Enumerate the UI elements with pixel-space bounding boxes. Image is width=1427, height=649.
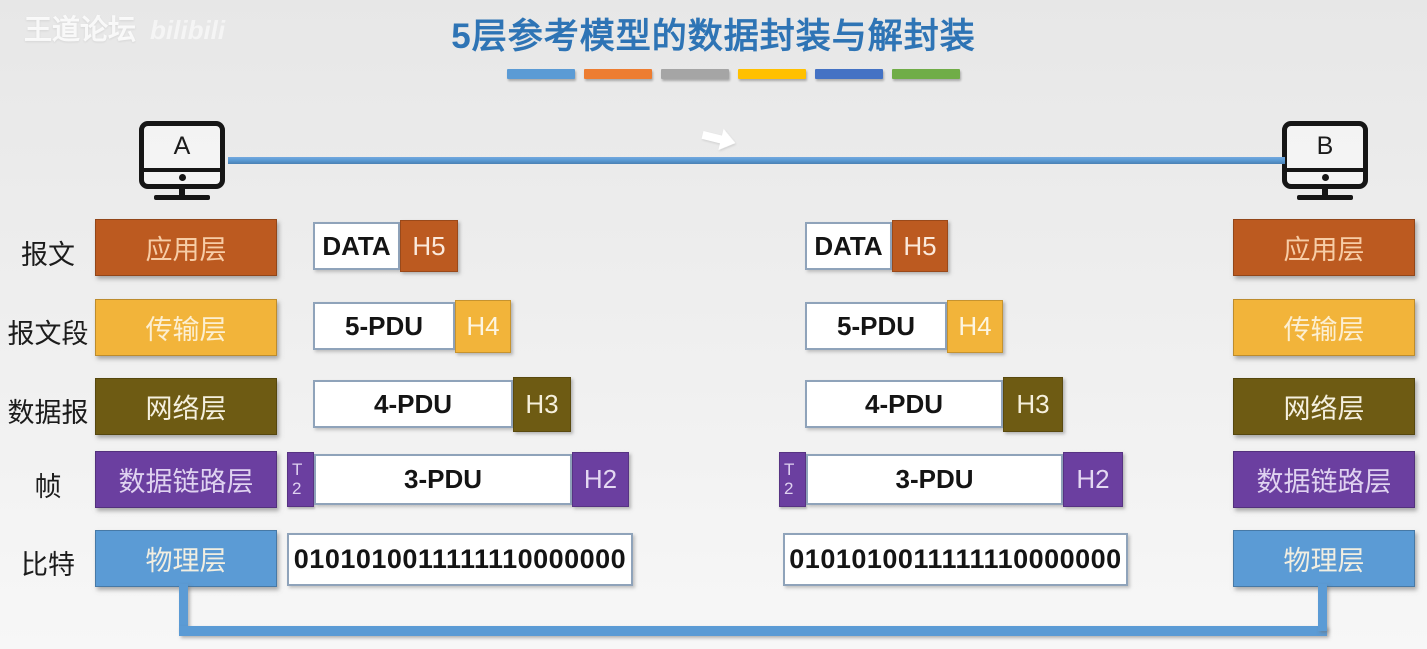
layer-box-application-right: 应用层 xyxy=(1233,219,1415,276)
unit-label-segment: 报文段 xyxy=(7,319,89,349)
monitor-icon: A xyxy=(139,121,225,189)
physical-link-right-segment xyxy=(1318,584,1327,631)
layer-box-network-right: 网络层 xyxy=(1233,378,1415,435)
trailer-line2: 2 xyxy=(292,478,302,498)
pdu-4pdu-receiver: 4-PDU xyxy=(805,380,1003,428)
host-a: A xyxy=(139,121,225,200)
trailer-line1: T xyxy=(292,459,303,479)
divider-dash-gray xyxy=(661,69,729,79)
unit-label-frame: 帧 xyxy=(34,472,62,502)
pdu-header-h4-sender: H4 xyxy=(455,300,511,353)
pdu-trailer-t2-receiver: T 2 xyxy=(779,452,806,507)
trailer-line1: T xyxy=(784,459,795,479)
title-divider xyxy=(507,69,960,79)
pdu-4pdu-sender: 4-PDU xyxy=(313,380,513,428)
unit-label-message: 报文 xyxy=(21,240,75,270)
pdu-5pdu-receiver: 5-PDU xyxy=(805,302,947,350)
pdu-header-h4-receiver: H4 xyxy=(947,300,1003,353)
pdu-header-h5-receiver: H5 xyxy=(892,220,948,272)
divider-dash-blue xyxy=(507,69,575,79)
pdu-data-receiver: DATA xyxy=(805,222,892,270)
layer-box-transport-left: 传输层 xyxy=(95,299,277,356)
layer-box-application-left: 应用层 xyxy=(95,219,277,276)
monitor-stand-neck xyxy=(179,188,185,196)
pdu-header-h5-sender: H5 xyxy=(400,220,458,272)
layer-box-network-left: 网络层 xyxy=(95,378,277,435)
host-a-label: A xyxy=(173,132,191,160)
pdu-3pdu-receiver: 3-PDU xyxy=(806,454,1063,505)
divider-dash-orange xyxy=(584,69,652,79)
pdu-header-h3-sender: H3 xyxy=(513,377,571,432)
trailer-line2: 2 xyxy=(784,478,794,498)
host-b-label: B xyxy=(1316,132,1334,160)
bilibili-watermark: bilibili xyxy=(150,15,226,45)
monitor-bezel xyxy=(1287,168,1363,172)
pdu-header-h2-receiver: H2 xyxy=(1063,452,1123,507)
monitor-bezel xyxy=(144,168,220,172)
monitor-stand-base xyxy=(1297,195,1353,200)
divider-dash-darkblue xyxy=(815,69,883,79)
physical-link-bottom-segment xyxy=(179,626,1327,636)
layer-box-physical-right: 物理层 xyxy=(1233,530,1415,587)
watermark: 王道论坛 bilibili xyxy=(24,8,225,48)
unit-label-bits: 比特 xyxy=(21,550,75,580)
pdu-data-sender: DATA xyxy=(313,222,400,270)
pdu-3pdu-sender: 3-PDU xyxy=(314,454,572,505)
monitor-icon: B xyxy=(1282,121,1368,189)
physical-link-left-segment xyxy=(179,584,188,631)
divider-dash-green xyxy=(892,69,960,79)
bits-box-sender: 0101010011111110000000 xyxy=(287,533,633,586)
slide-title: 5层参考模型的数据封装与解封装 xyxy=(451,17,976,56)
pdu-header-h2-sender: H2 xyxy=(572,452,629,507)
pdu-header-h3-receiver: H3 xyxy=(1003,377,1063,432)
pdu-trailer-t2-sender: T 2 xyxy=(287,452,314,507)
layer-box-datalink-left: 数据链路层 xyxy=(95,451,277,508)
bits-box-receiver: 0101010011111110000000 xyxy=(783,533,1128,586)
brand-watermark: 王道论坛 xyxy=(24,14,137,45)
network-link-line xyxy=(228,157,1285,164)
monitor-button-dot xyxy=(178,174,186,181)
layer-box-physical-left: 物理层 xyxy=(95,530,277,587)
host-b: B xyxy=(1282,121,1368,200)
divider-dash-yellow xyxy=(738,69,806,79)
unit-label-datagram: 数据报 xyxy=(7,398,89,428)
monitor-stand-base xyxy=(154,195,210,200)
monitor-button-dot xyxy=(1321,174,1329,181)
pdu-5pdu-sender: 5-PDU xyxy=(313,302,455,350)
layer-box-datalink-right: 数据链路层 xyxy=(1233,451,1415,508)
cursor-arrow-icon xyxy=(701,128,736,151)
layer-box-transport-right: 传输层 xyxy=(1233,299,1415,356)
monitor-stand-neck xyxy=(1322,188,1328,196)
